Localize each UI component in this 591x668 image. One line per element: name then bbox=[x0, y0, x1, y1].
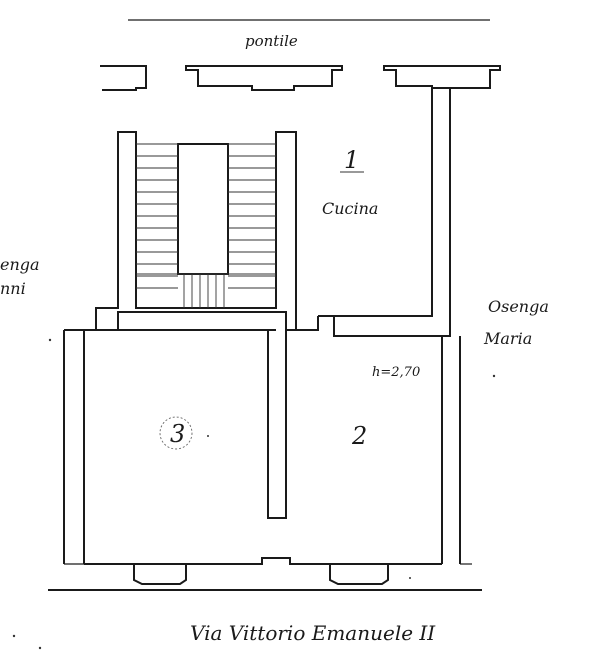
stairwell bbox=[95, 131, 297, 331]
room2-number: 2 bbox=[351, 422, 367, 450]
balcony-label: pontile bbox=[245, 32, 298, 50]
room1-number: 1 bbox=[344, 146, 359, 174]
room-height-label: h=2,70 bbox=[372, 365, 420, 380]
street-steps bbox=[133, 564, 389, 585]
street-label: Via Vittorio Emanuele II bbox=[190, 621, 436, 645]
neighbor-right-line2: Maria bbox=[483, 329, 532, 348]
balcony-corbels bbox=[100, 65, 501, 91]
neighbor-left-line1: enga bbox=[0, 255, 40, 274]
neighbor-right-line1: Osenga bbox=[488, 297, 549, 316]
lower-floor-walls bbox=[63, 315, 472, 565]
room1-name: Cucina bbox=[322, 199, 378, 218]
neighbor-left-line2: nni bbox=[0, 279, 26, 298]
stair-landing-risers bbox=[136, 273, 276, 308]
stray-marks bbox=[12, 338, 496, 650]
kitchen-walls bbox=[333, 88, 451, 337]
stair-steps-right bbox=[228, 143, 276, 289]
stair-steps-left bbox=[136, 143, 178, 289]
room3-circle bbox=[159, 416, 193, 450]
room3-number: 3 bbox=[170, 420, 185, 448]
